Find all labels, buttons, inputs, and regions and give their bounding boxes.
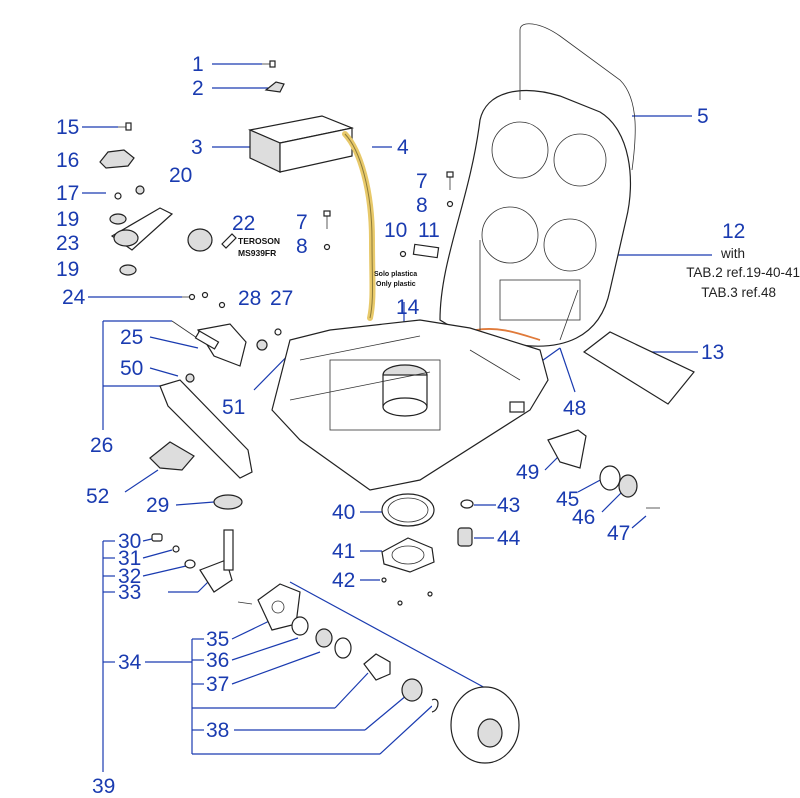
label-50: 50	[120, 357, 143, 380]
part-15-to-23	[99, 122, 174, 276]
part-number-labels: 1 2 3 4 5 7 8 7 8 10 11 12 13 14 15 16 1…	[56, 53, 745, 798]
label-10: 10	[384, 219, 407, 242]
note-12-tab3: TAB.3 ref.48	[701, 285, 776, 300]
label-33: 33	[118, 581, 141, 604]
label-20: 20	[169, 164, 192, 187]
label-8b: 8	[296, 235, 308, 258]
label-3: 3	[191, 136, 203, 159]
note-teroson: TEROSON	[238, 236, 280, 246]
label-22: 22	[232, 212, 255, 235]
label-14: 14	[396, 296, 420, 319]
label-23: 23	[56, 232, 79, 255]
label-42: 42	[332, 569, 355, 592]
label-30: 30	[118, 530, 141, 553]
label-45: 45	[556, 488, 579, 511]
notes: with TAB.2 ref.19-40-41 TAB.3 ref.48 Sol…	[238, 236, 800, 300]
part-10-screw	[399, 250, 407, 258]
label-7a: 7	[416, 170, 428, 193]
label-44: 44	[497, 527, 521, 550]
part-13-frame	[582, 331, 695, 405]
part-34-wheel-assembly	[237, 583, 520, 764]
note-only-plastic: Only plastic	[376, 281, 416, 288]
label-36: 36	[206, 649, 229, 672]
label-7b: 7	[296, 211, 308, 234]
label-26: 26	[90, 434, 113, 457]
label-28: 28	[238, 287, 261, 310]
label-31: 31	[118, 547, 141, 570]
label-29: 29	[146, 494, 169, 517]
main-base	[271, 319, 549, 491]
label-38: 38	[206, 719, 229, 742]
label-24: 24	[62, 286, 86, 309]
label-35: 35	[206, 628, 229, 651]
label-32: 32	[118, 565, 141, 588]
note-12-with: with	[720, 246, 745, 261]
part-29-to-44	[213, 493, 474, 606]
part-7-8-screws	[323, 171, 454, 251]
label-34: 34	[118, 651, 142, 674]
label-52: 52	[86, 485, 109, 508]
part-2-clip	[264, 81, 285, 93]
label-5: 5	[697, 105, 709, 128]
note-solo-plastica: Solo plastica	[374, 271, 417, 278]
leader-lines	[82, 63, 712, 772]
note-teroson-code: MS939FR	[238, 248, 276, 258]
label-43: 43	[497, 494, 520, 517]
label-47: 47	[607, 522, 630, 545]
label-17: 17	[56, 182, 79, 205]
label-49: 49	[516, 461, 539, 484]
part-12-lid	[439, 23, 636, 347]
label-2: 2	[192, 77, 204, 100]
label-8a: 8	[416, 194, 428, 217]
note-12-tab2: TAB.2 ref.19-40-41	[686, 265, 800, 280]
label-13: 13	[701, 341, 724, 364]
label-1: 1	[192, 53, 204, 76]
label-51: 51	[222, 396, 245, 419]
label-25: 25	[120, 326, 143, 349]
label-46: 46	[572, 506, 595, 529]
label-48: 48	[563, 397, 586, 420]
label-19b: 19	[56, 258, 79, 281]
part-11-plate	[412, 243, 440, 259]
part-22-sealant	[187, 228, 237, 252]
label-12: 12	[722, 220, 745, 243]
label-40: 40	[332, 501, 355, 524]
label-11: 11	[418, 219, 440, 242]
label-27: 27	[270, 287, 293, 310]
label-15: 15	[56, 116, 79, 139]
label-39: 39	[92, 775, 115, 798]
part-3-box	[247, 115, 355, 173]
label-41: 41	[332, 540, 355, 563]
label-19a: 19	[56, 208, 79, 231]
label-37: 37	[206, 673, 229, 696]
label-16: 16	[56, 149, 79, 172]
part-30-to-33	[151, 529, 234, 593]
label-4: 4	[397, 136, 409, 159]
part-1-screw	[262, 60, 276, 68]
part-45-to-49	[547, 429, 660, 509]
part-24-to-52	[149, 291, 282, 479]
part-4-hose	[342, 131, 376, 321]
